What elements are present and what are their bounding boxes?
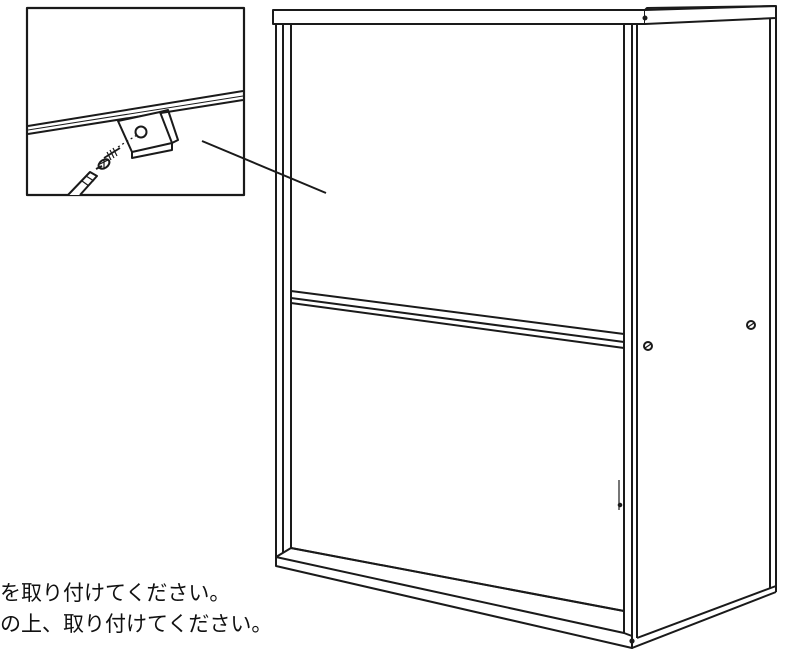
detail-inset — [25, 6, 246, 197]
screwdriver-icon — [67, 165, 103, 196]
instruction-line-2: の上、取り付けてください。 — [0, 612, 273, 636]
callout-line — [201, 140, 327, 194]
cabinet — [272, 5, 777, 649]
cam-screw-icon — [746, 320, 756, 330]
instruction-line-1: を取り付けてください。 — [0, 581, 231, 605]
cam-screw-icon — [643, 341, 653, 351]
